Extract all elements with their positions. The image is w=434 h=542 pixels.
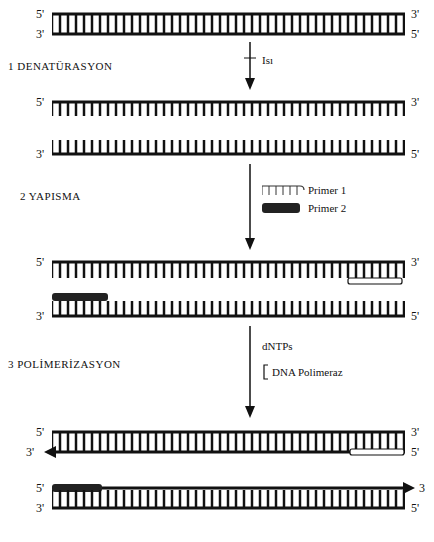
step-arrow <box>244 42 256 90</box>
strand-end: 3' <box>411 254 419 270</box>
strand-end: 3' <box>411 424 419 440</box>
strand-end: 3' <box>26 444 34 460</box>
strand-end: 3' <box>36 308 44 324</box>
step-arrow <box>245 164 255 250</box>
enzyme-label: DNA Polimeraz <box>272 364 343 380</box>
step-arrow <box>245 326 268 418</box>
strand-end: 5' <box>36 480 44 496</box>
strand-end: 5' <box>36 254 44 270</box>
strand-end: 3' <box>411 94 419 110</box>
primer-label: Primer 1 <box>308 182 346 198</box>
strand-end: 3' <box>36 26 44 42</box>
single-strand <box>52 140 405 154</box>
strand-end: 5' <box>411 500 419 516</box>
annealed-strand <box>52 293 405 316</box>
reagent-label: dNTPs <box>262 338 293 354</box>
step-title: 3 POLİMERİZASYON <box>8 356 121 372</box>
step-title: 2 YAPISMA <box>20 188 81 204</box>
strand-end: 5' <box>411 26 419 42</box>
dna-duplex <box>52 482 415 508</box>
dna-duplex <box>44 432 405 458</box>
annealed-strand <box>52 262 405 284</box>
strand-end: 3' <box>411 6 419 22</box>
strand-end: 3 <box>419 480 425 496</box>
strand-end: 5' <box>411 444 419 460</box>
primer-2-sample <box>262 203 300 213</box>
dna-duplex <box>52 14 405 34</box>
strand-end: 5' <box>36 424 44 440</box>
strand-end: 3' <box>36 146 44 162</box>
single-strand <box>52 102 405 116</box>
primer-label: Primer 2 <box>308 200 346 216</box>
strand-end: 5' <box>411 308 419 324</box>
strand-end: 5' <box>411 146 419 162</box>
strand-end: 5' <box>36 94 44 110</box>
strand-end: 5' <box>36 6 44 22</box>
condition-label: Isı <box>262 52 273 68</box>
step-title: 1 DENATÜRASYON <box>8 58 112 74</box>
primer-1-sample <box>262 186 304 195</box>
strand-end: 3' <box>36 500 44 516</box>
